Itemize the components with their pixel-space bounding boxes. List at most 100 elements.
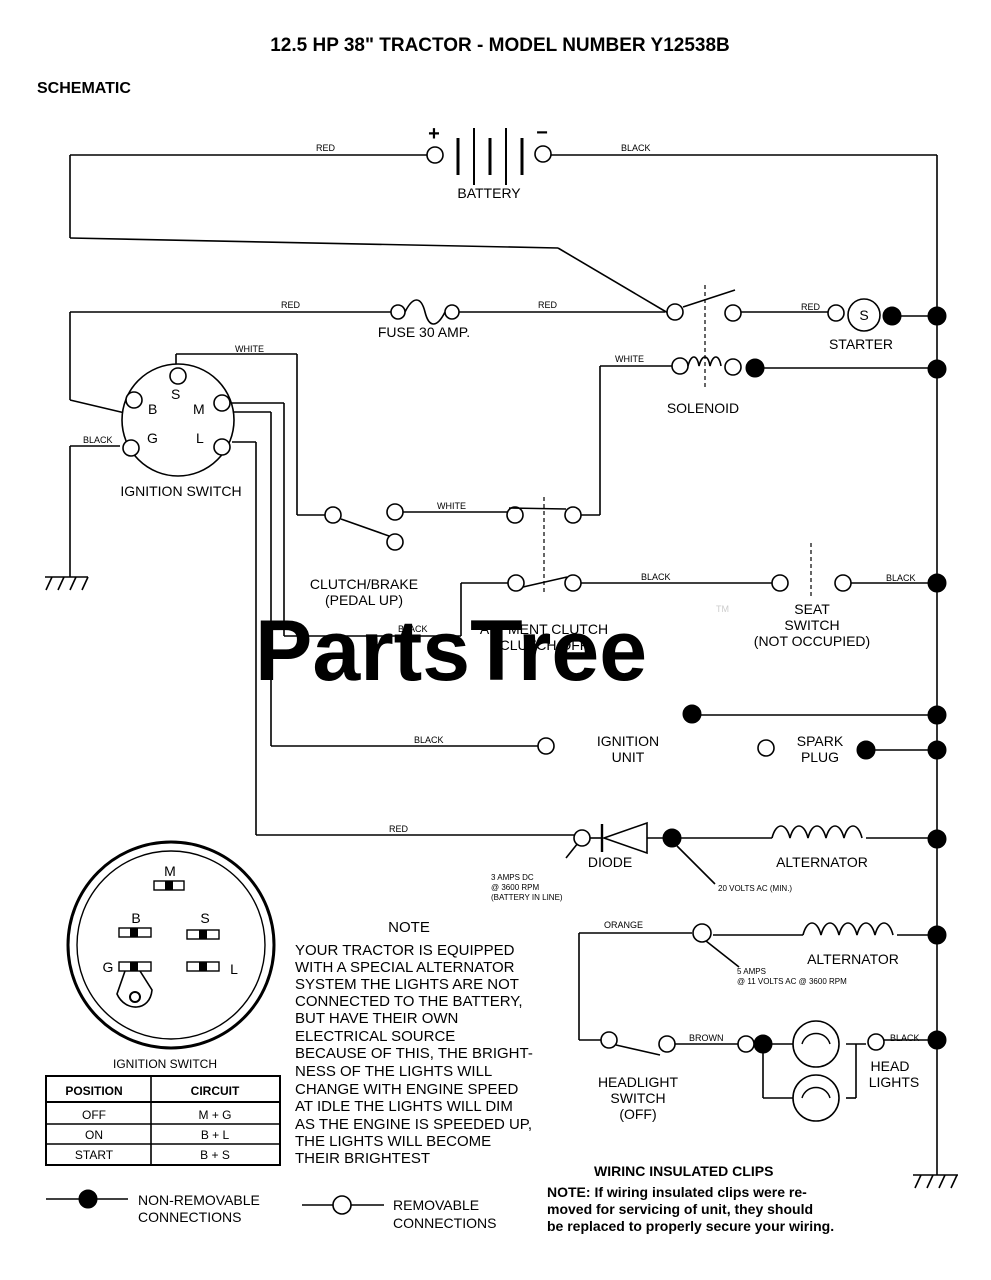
wire-label-white-solenoid: WHITE [615, 354, 644, 364]
legend-removable-1: REMOVABLE [393, 1197, 479, 1213]
headlight-switch-label-3: (OFF) [619, 1106, 656, 1122]
note-line: YOUR TRACTOR IS EQUIPPED [295, 942, 515, 959]
ignition-unit [537, 723, 701, 773]
seat-switch-label-2: SWITCH [784, 617, 839, 633]
spark-plug-terminal [757, 739, 775, 757]
wire-label-black-seat-left: BLACK [641, 572, 671, 582]
diode-spec-2: @ 3600 RPM [491, 883, 539, 892]
non-removable-connections [662, 306, 947, 1054]
wire-label-brown: BROWN [689, 1033, 724, 1043]
wire-label-black-ground: BLACK [83, 435, 113, 445]
terminal-m-label: M [193, 401, 205, 417]
head-lights-label-2: LIGHTS [869, 1074, 920, 1090]
head-lights [737, 1020, 885, 1122]
diode-spec-3: (BATTERY IN LINE) [491, 893, 563, 902]
table-cell: ON [85, 1128, 103, 1142]
watermark: PartsTree [255, 603, 647, 699]
alternator-2-terminal [692, 923, 712, 943]
alternator-coil-1 [771, 825, 863, 839]
clutch-brake-label-1: CLUTCH/BRAKE [310, 576, 418, 592]
battery-minus-sign: − [536, 122, 548, 144]
ignition-switch-face: M B S G L [66, 840, 276, 1050]
wire-label-red-fuse-left: RED [281, 300, 301, 310]
ignition-unit-label-1: IGNITION [597, 733, 659, 749]
wire-label-white-ignition: WHITE [235, 344, 264, 354]
note-heading: NOTE [388, 919, 430, 936]
starter-label: STARTER [829, 336, 893, 352]
note-line: THE LIGHTS WILL BECOME [295, 1133, 491, 1150]
wire-label-white-clutch: WHITE [437, 501, 466, 511]
legend-removable-2: CONNECTIONS [393, 1215, 496, 1231]
diode-label: DIODE [588, 854, 632, 870]
table-header-circuit: CIRCUIT [191, 1084, 240, 1098]
seat-switch [771, 543, 852, 597]
terminal-g-label: G [147, 430, 158, 446]
note-line: NESS OF THE LIGHTS WILL [295, 1063, 492, 1080]
fuse-label: FUSE 30 AMP. [378, 324, 470, 340]
alternator-spec-2b: @ 11 VOLTS AC @ 3600 RPM [737, 977, 847, 986]
table-cell: B + S [200, 1148, 230, 1162]
page-title: 12.5 HP 38" TRACTOR - MODEL NUMBER Y1253… [270, 35, 730, 56]
legend-nonremovable-2: CONNECTIONS [138, 1209, 241, 1225]
note-line: AT IDLE THE LIGHTS WILL DIM [295, 1098, 513, 1115]
wire-labels: RED BLACK RED RED RED WHITE WHITE BLACK … [83, 143, 920, 1043]
head-lights-label-1: HEAD [871, 1058, 910, 1074]
attachment-clutch-switch [506, 497, 582, 592]
trademark: TM [716, 604, 729, 614]
wire-label-red-battery: RED [316, 143, 336, 153]
seat-switch-label-3: (NOT OCCUPIED) [754, 633, 870, 649]
battery-label: BATTERY [457, 185, 521, 201]
face-label-b: B [131, 910, 140, 926]
note-line: ELECTRICAL SOURCE [295, 1028, 455, 1045]
attment-clutch-label-2: (CLUTCH OFF) [495, 637, 593, 653]
diode-spec-1: 3 AMPS DC [491, 873, 534, 882]
switch-table-caption: IGNITION SWITCH [113, 1057, 217, 1071]
alternator-coil-2 [802, 922, 894, 936]
alternator-label-2: ALTERNATOR [807, 951, 899, 967]
note-line: THEIR BRIGHTEST [295, 1150, 430, 1167]
note-line: BECAUSE OF THIS, THE BRIGHT- [295, 1045, 533, 1062]
legend: NON-REMOVABLE CONNECTIONS REMOVABLE CONN… [46, 1189, 496, 1231]
face-label-g: G [103, 959, 114, 975]
terminal-b-label: B [148, 401, 157, 417]
headlight-switch [600, 1031, 676, 1056]
wire-label-orange: ORANGE [604, 920, 643, 930]
attment-clutch-label-1: ATT'MENT CLUTCH [480, 621, 608, 637]
note-line: SYSTEM THE LIGHTS ARE NOT [295, 976, 519, 993]
clips-line: moved for servicing of unit, they should [547, 1201, 813, 1217]
note-line: WITH A SPECIAL ALTERNATOR [295, 959, 515, 976]
wire-label-black-seat-right: BLACK [886, 573, 916, 583]
wire-label-red-starter: RED [801, 302, 821, 312]
diode [573, 821, 648, 855]
alternator-spec-2a: 5 AMPS [737, 967, 766, 976]
battery-negative-terminal [534, 145, 552, 163]
alternator-spec-1: 20 VOLTS AC (MIN.) [718, 884, 792, 893]
clips-line: be replaced to properly secure your wiri… [547, 1218, 834, 1234]
wiring-clips-note: WIRINC INSULATED CLIPS NOTE: If wiring i… [547, 1163, 834, 1234]
switch-table: POSITION CIRCUIT OFF M + G ON B + L STAR… [45, 1075, 281, 1166]
fuse [390, 299, 460, 325]
note-line: CHANGE WITH ENGINE SPEED [295, 1081, 519, 1098]
wires [45, 154, 958, 1189]
face-label-m: M [164, 863, 176, 879]
note-line: BUT HAVE THEIR OWN [295, 1010, 458, 1027]
headlight-switch-label-1: HEADLIGHT [598, 1074, 679, 1090]
legend-filled-dot [78, 1189, 98, 1209]
ignition-switch: B S M G L [121, 363, 235, 477]
clips-heading: WIRINC INSULATED CLIPS [594, 1163, 773, 1179]
ignition-unit-label-2: UNIT [612, 749, 645, 765]
terminal-s-label: S [171, 386, 180, 402]
alternator-label-1: ALTERNATOR [776, 854, 868, 870]
wire-label-black-battery: BLACK [621, 143, 651, 153]
battery: + − [426, 122, 552, 185]
starter: S [827, 298, 881, 332]
battery-plus-sign: + [428, 123, 440, 145]
wire-label-red-diode: RED [389, 824, 409, 834]
section-title: SCHEMATIC [37, 80, 131, 97]
battery-positive-terminal [426, 146, 444, 164]
table-cell: START [75, 1148, 114, 1162]
headlight-switch-label-2: SWITCH [610, 1090, 665, 1106]
clutch-brake-label-2: (PEDAL UP) [325, 592, 403, 608]
clutch-brake-switch [324, 503, 404, 551]
